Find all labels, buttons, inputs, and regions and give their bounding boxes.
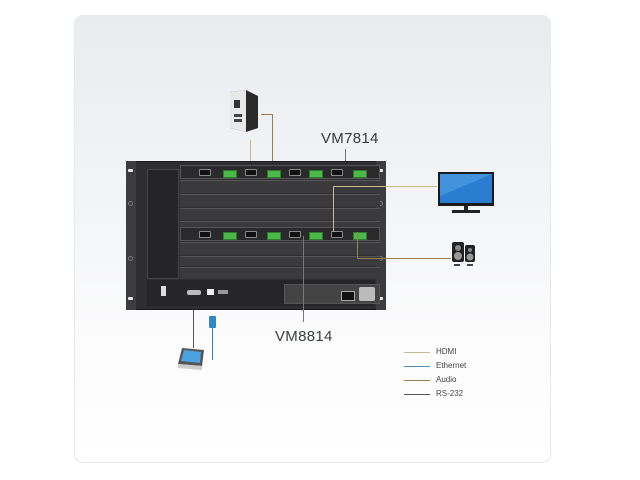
blank-slot (180, 180, 380, 193)
blank-slot (180, 208, 380, 220)
legend-rs232: RS-232 (404, 389, 504, 401)
ethernet-plug-icon (209, 316, 216, 328)
blank-slot (180, 221, 380, 227)
vm7814-card (180, 165, 380, 179)
computer-tower-icon (226, 88, 260, 132)
rs232-cable (193, 310, 194, 348)
legend-hdmi: HDMI (404, 347, 504, 359)
rs232-port (187, 290, 201, 295)
audio-cable-speakers-h (357, 258, 451, 259)
audio-cable-speakers-v (357, 232, 358, 259)
blank-slot (180, 194, 380, 207)
legend-audio: Audio (404, 375, 504, 387)
terminal-port (218, 290, 228, 294)
blank-slot (180, 256, 380, 266)
vm8814-pointer (303, 236, 304, 322)
matrix-chassis (126, 161, 386, 310)
power-switch (161, 286, 166, 296)
vm7814-pointer (345, 149, 346, 163)
vm7814-label: VM7814 (321, 130, 379, 147)
touch-panel-icon (176, 346, 206, 372)
hdmi-cable-pc (250, 140, 251, 172)
hdmi-cable-monitor-v (333, 186, 334, 232)
monitor-icon (438, 172, 494, 214)
blank-slot (180, 242, 380, 255)
speakers-icon (452, 242, 476, 268)
rear-panel (147, 280, 380, 306)
power-supply (284, 284, 380, 304)
audio-cable-pc-v (272, 114, 273, 172)
control-bay (147, 169, 179, 279)
audio-cable-pc-h (261, 114, 273, 115)
blank-slot (180, 267, 380, 279)
legend-ethernet: Ethernet (404, 361, 504, 373)
ethernet-cable (212, 325, 213, 360)
ethernet-port (207, 289, 214, 295)
vm8814-card (180, 227, 380, 241)
rack-ear-left (126, 161, 136, 310)
vm8814-label: VM8814 (275, 328, 333, 345)
hdmi-cable-monitor-h (333, 186, 437, 187)
